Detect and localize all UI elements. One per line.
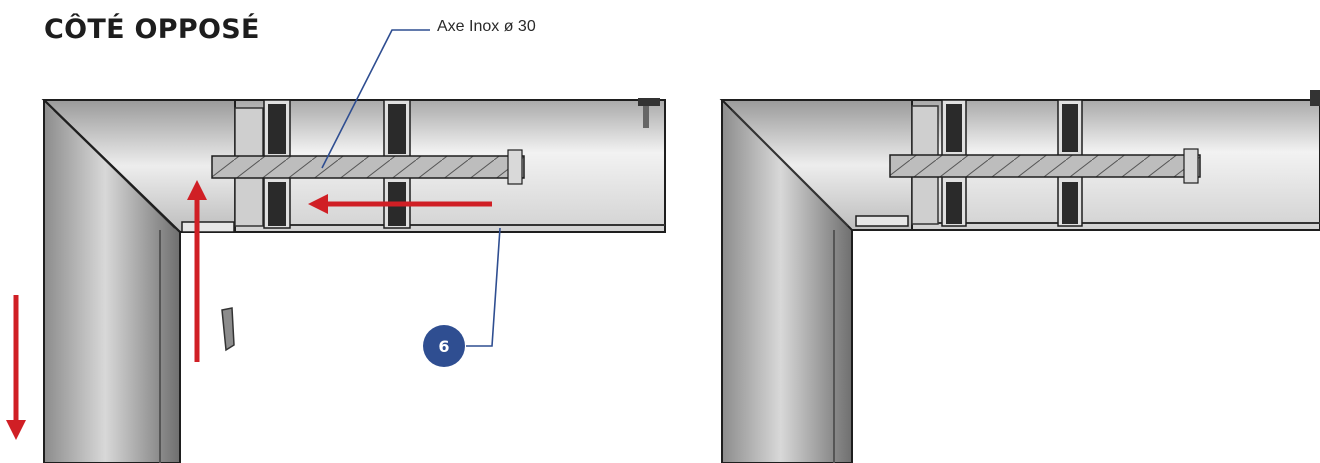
axle-leader-line bbox=[321, 29, 430, 169]
left-axle-shaft bbox=[211, 149, 525, 185]
part-number-badge: 6 bbox=[423, 325, 465, 367]
left-latch-pin bbox=[643, 106, 649, 128]
right-axle-shaft bbox=[889, 148, 1201, 184]
axle-callout-label: Axe Inox ø 30 bbox=[437, 18, 536, 35]
page-title: CÔTÉ OPPOSÉ bbox=[44, 14, 260, 45]
part-6-leader-line bbox=[466, 227, 501, 347]
right-latch bbox=[1310, 90, 1320, 106]
right-assembly bbox=[719, 90, 1320, 463]
right-hinge-plate bbox=[855, 215, 909, 227]
left-hinge-plate bbox=[181, 221, 235, 233]
left-latch bbox=[638, 98, 660, 106]
left-assembly bbox=[41, 98, 666, 463]
left-clip-part bbox=[221, 307, 235, 352]
